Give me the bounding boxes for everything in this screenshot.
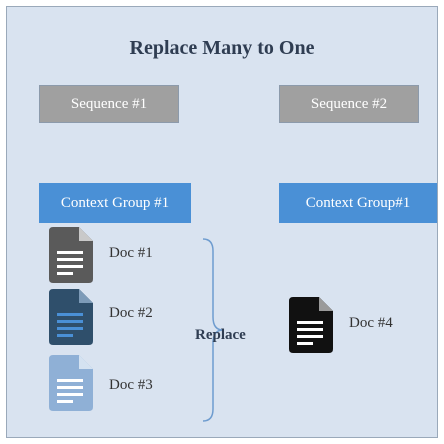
- doc-3-label: Doc #3: [109, 377, 153, 393]
- doc-3-icon: [49, 355, 93, 411]
- doc-2-icon: [49, 289, 93, 345]
- doc-1-label: Doc #1: [109, 245, 153, 261]
- context-group-2-box: Context Group#1: [279, 183, 437, 223]
- sequence-1-box: Sequence #1: [39, 85, 179, 123]
- sequence-2-box: Sequence #2: [279, 85, 419, 123]
- doc-1-icon: [49, 227, 93, 283]
- diagram-canvas: Replace Many to One Sequence #1 Sequence…: [6, 6, 438, 438]
- doc-4-icon: [289, 297, 333, 353]
- doc-2-label: Doc #2: [109, 305, 153, 321]
- right-brace-icon: [201, 237, 225, 423]
- doc-4-label: Doc #4: [349, 315, 393, 331]
- diagram-title: Replace Many to One: [129, 37, 315, 59]
- replace-label: Replace: [195, 327, 246, 343]
- context-group-1-box: Context Group #1: [39, 183, 191, 223]
